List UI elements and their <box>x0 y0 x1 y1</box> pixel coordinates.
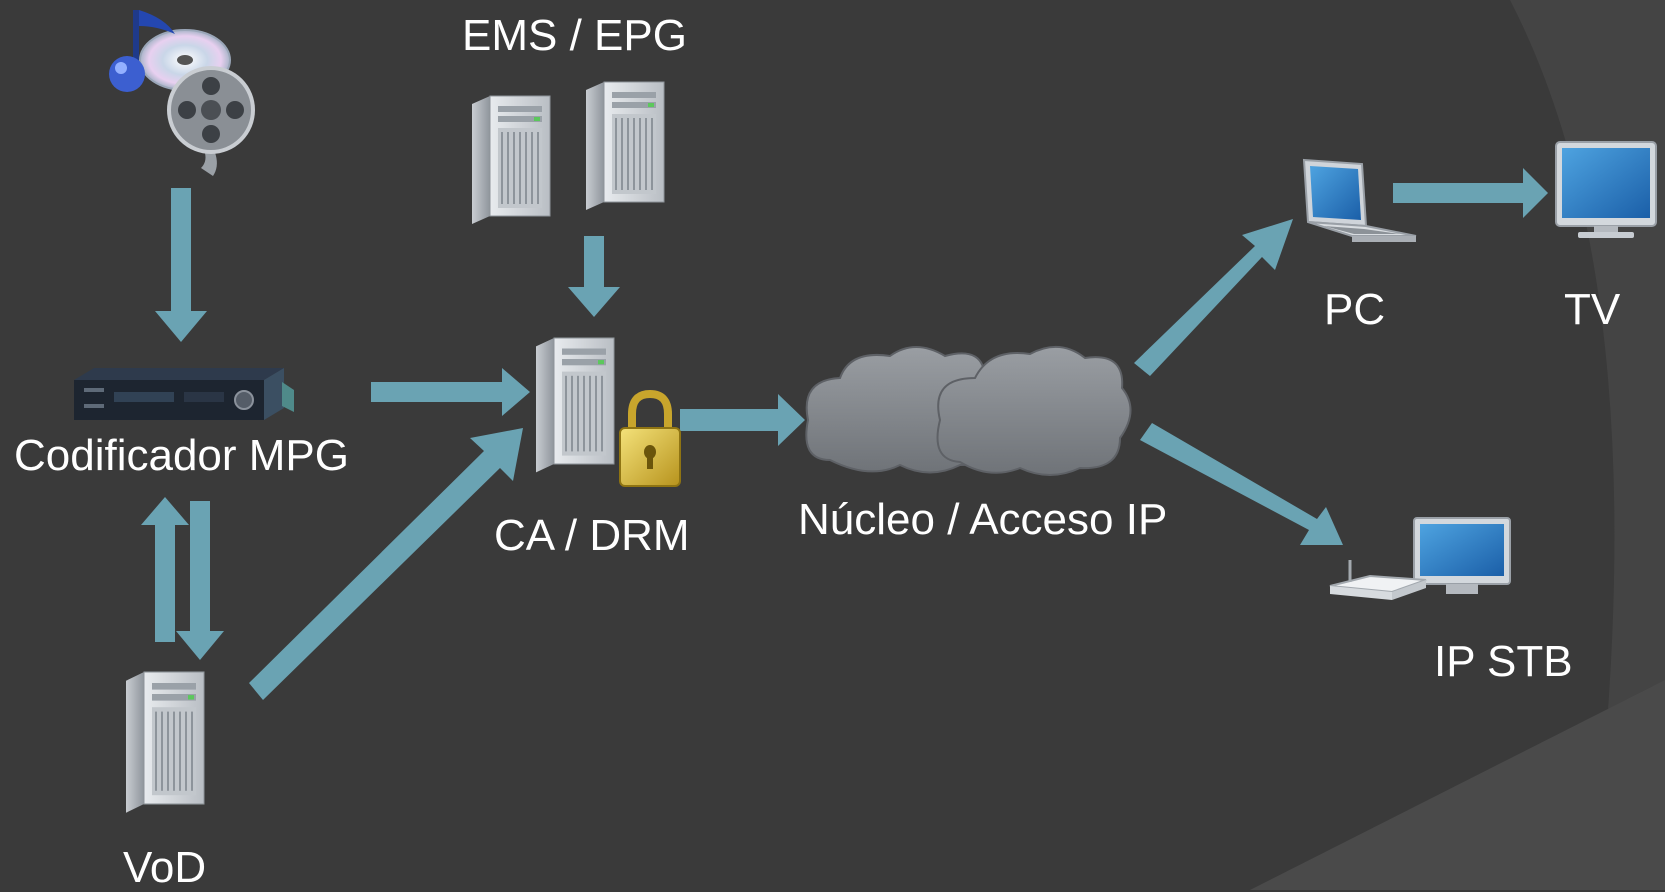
label-nucleo-acceso-ip: Núcleo / Acceso IP <box>798 495 1168 544</box>
server-lock-icon <box>534 336 681 487</box>
background-corner-shade <box>1250 680 1665 890</box>
label-pc: PC <box>1324 285 1386 334</box>
arrow-vod-to-ca <box>249 428 523 700</box>
arrow-encoder-to-vod-down <box>176 501 224 660</box>
set-top-box-icon <box>1329 517 1511 600</box>
mpg-encoder-device-icon <box>74 368 294 420</box>
arrow-vod-to-encoder-up <box>141 497 189 642</box>
cloud-icon <box>805 346 1132 476</box>
arrow-ems-to-ca <box>568 236 620 317</box>
label-codificador-mpg: Codificador MPG <box>14 431 350 480</box>
arrows-group <box>141 168 1548 700</box>
arrow-cloud-to-stb <box>1140 423 1343 545</box>
label-vod: VoD <box>123 843 207 892</box>
server-pair-icon <box>471 81 665 225</box>
laptop-icon <box>1302 158 1417 242</box>
arrow-pc-to-tv <box>1393 168 1548 218</box>
music-disc-film-icon <box>109 10 255 176</box>
server-icon <box>124 670 206 814</box>
tv-monitor-icon <box>1555 141 1657 238</box>
label-ems-epg: EMS / EPG <box>462 11 687 60</box>
arrow-encoder-to-ca <box>371 368 530 416</box>
arrow-media-to-encoder <box>155 188 207 342</box>
arrow-cloud-to-pc <box>1134 219 1293 376</box>
label-ip-stb: IP STB <box>1434 637 1573 686</box>
arrow-ca-to-cloud <box>680 394 805 446</box>
label-ca-drm: CA / DRM <box>494 511 690 560</box>
label-tv: TV <box>1564 285 1621 334</box>
